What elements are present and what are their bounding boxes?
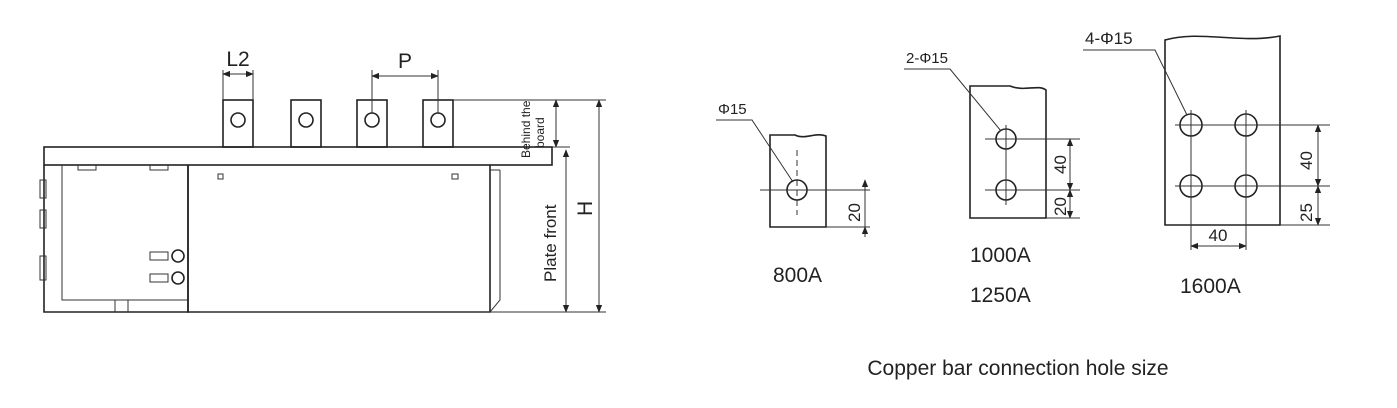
diagram-caption: Copper bar connection hole size (867, 357, 1168, 380)
dim-1600a-edge: 25 (1297, 203, 1316, 222)
indicator-tag-2 (149, 273, 169, 283)
dim-1000a-spacing: 40 (1051, 155, 1070, 174)
rating-800a: 800A (773, 264, 822, 287)
hole-detail-800a: 20 Φ15 800A (716, 101, 870, 287)
dim-h-label: H (574, 201, 597, 216)
hole-label-800a: Φ15 (718, 101, 747, 118)
dim-l2-label: L2 (226, 48, 249, 71)
behind-board-line1: Behind the (519, 100, 533, 158)
indicator-lamp-1 (171, 249, 185, 263)
breaker-body-left (43, 165, 189, 313)
breaker-side-view: L2 P Behind the board Plate front H (39, 48, 606, 313)
rating-1250a: 1250A (970, 284, 1031, 307)
breaker-body-right (187, 165, 491, 313)
terminal-2 (290, 99, 322, 148)
terminal-1 (222, 99, 254, 148)
hole-label-1600a: 4-Φ15 (1085, 29, 1133, 48)
hole-detail-1000a: 40 20 2-Φ15 1000A 1250A (904, 50, 1080, 307)
hole-label-1000a: 2-Φ15 (906, 50, 948, 67)
indicator-lamp-2 (171, 271, 185, 285)
dim-1000a-edge: 20 (1051, 197, 1070, 216)
dim-1600a-horizontal-spacing: 40 (1209, 226, 1228, 245)
rating-1600a: 1600A (1180, 275, 1241, 298)
dim-800a-vertical: 20 (845, 203, 864, 222)
hole-detail-1600a: 40 25 40 4-Φ15 1600A (1083, 29, 1330, 298)
dim-p-label: P (398, 50, 412, 73)
rating-1000a: 1000A (970, 244, 1031, 267)
dim-1600a-vertical-spacing: 40 (1297, 151, 1316, 170)
plate-front-label: Plate front (541, 204, 560, 282)
behind-board-line2: board (533, 117, 547, 148)
mounting-plate (43, 146, 553, 166)
indicator-tag-1 (149, 251, 169, 261)
